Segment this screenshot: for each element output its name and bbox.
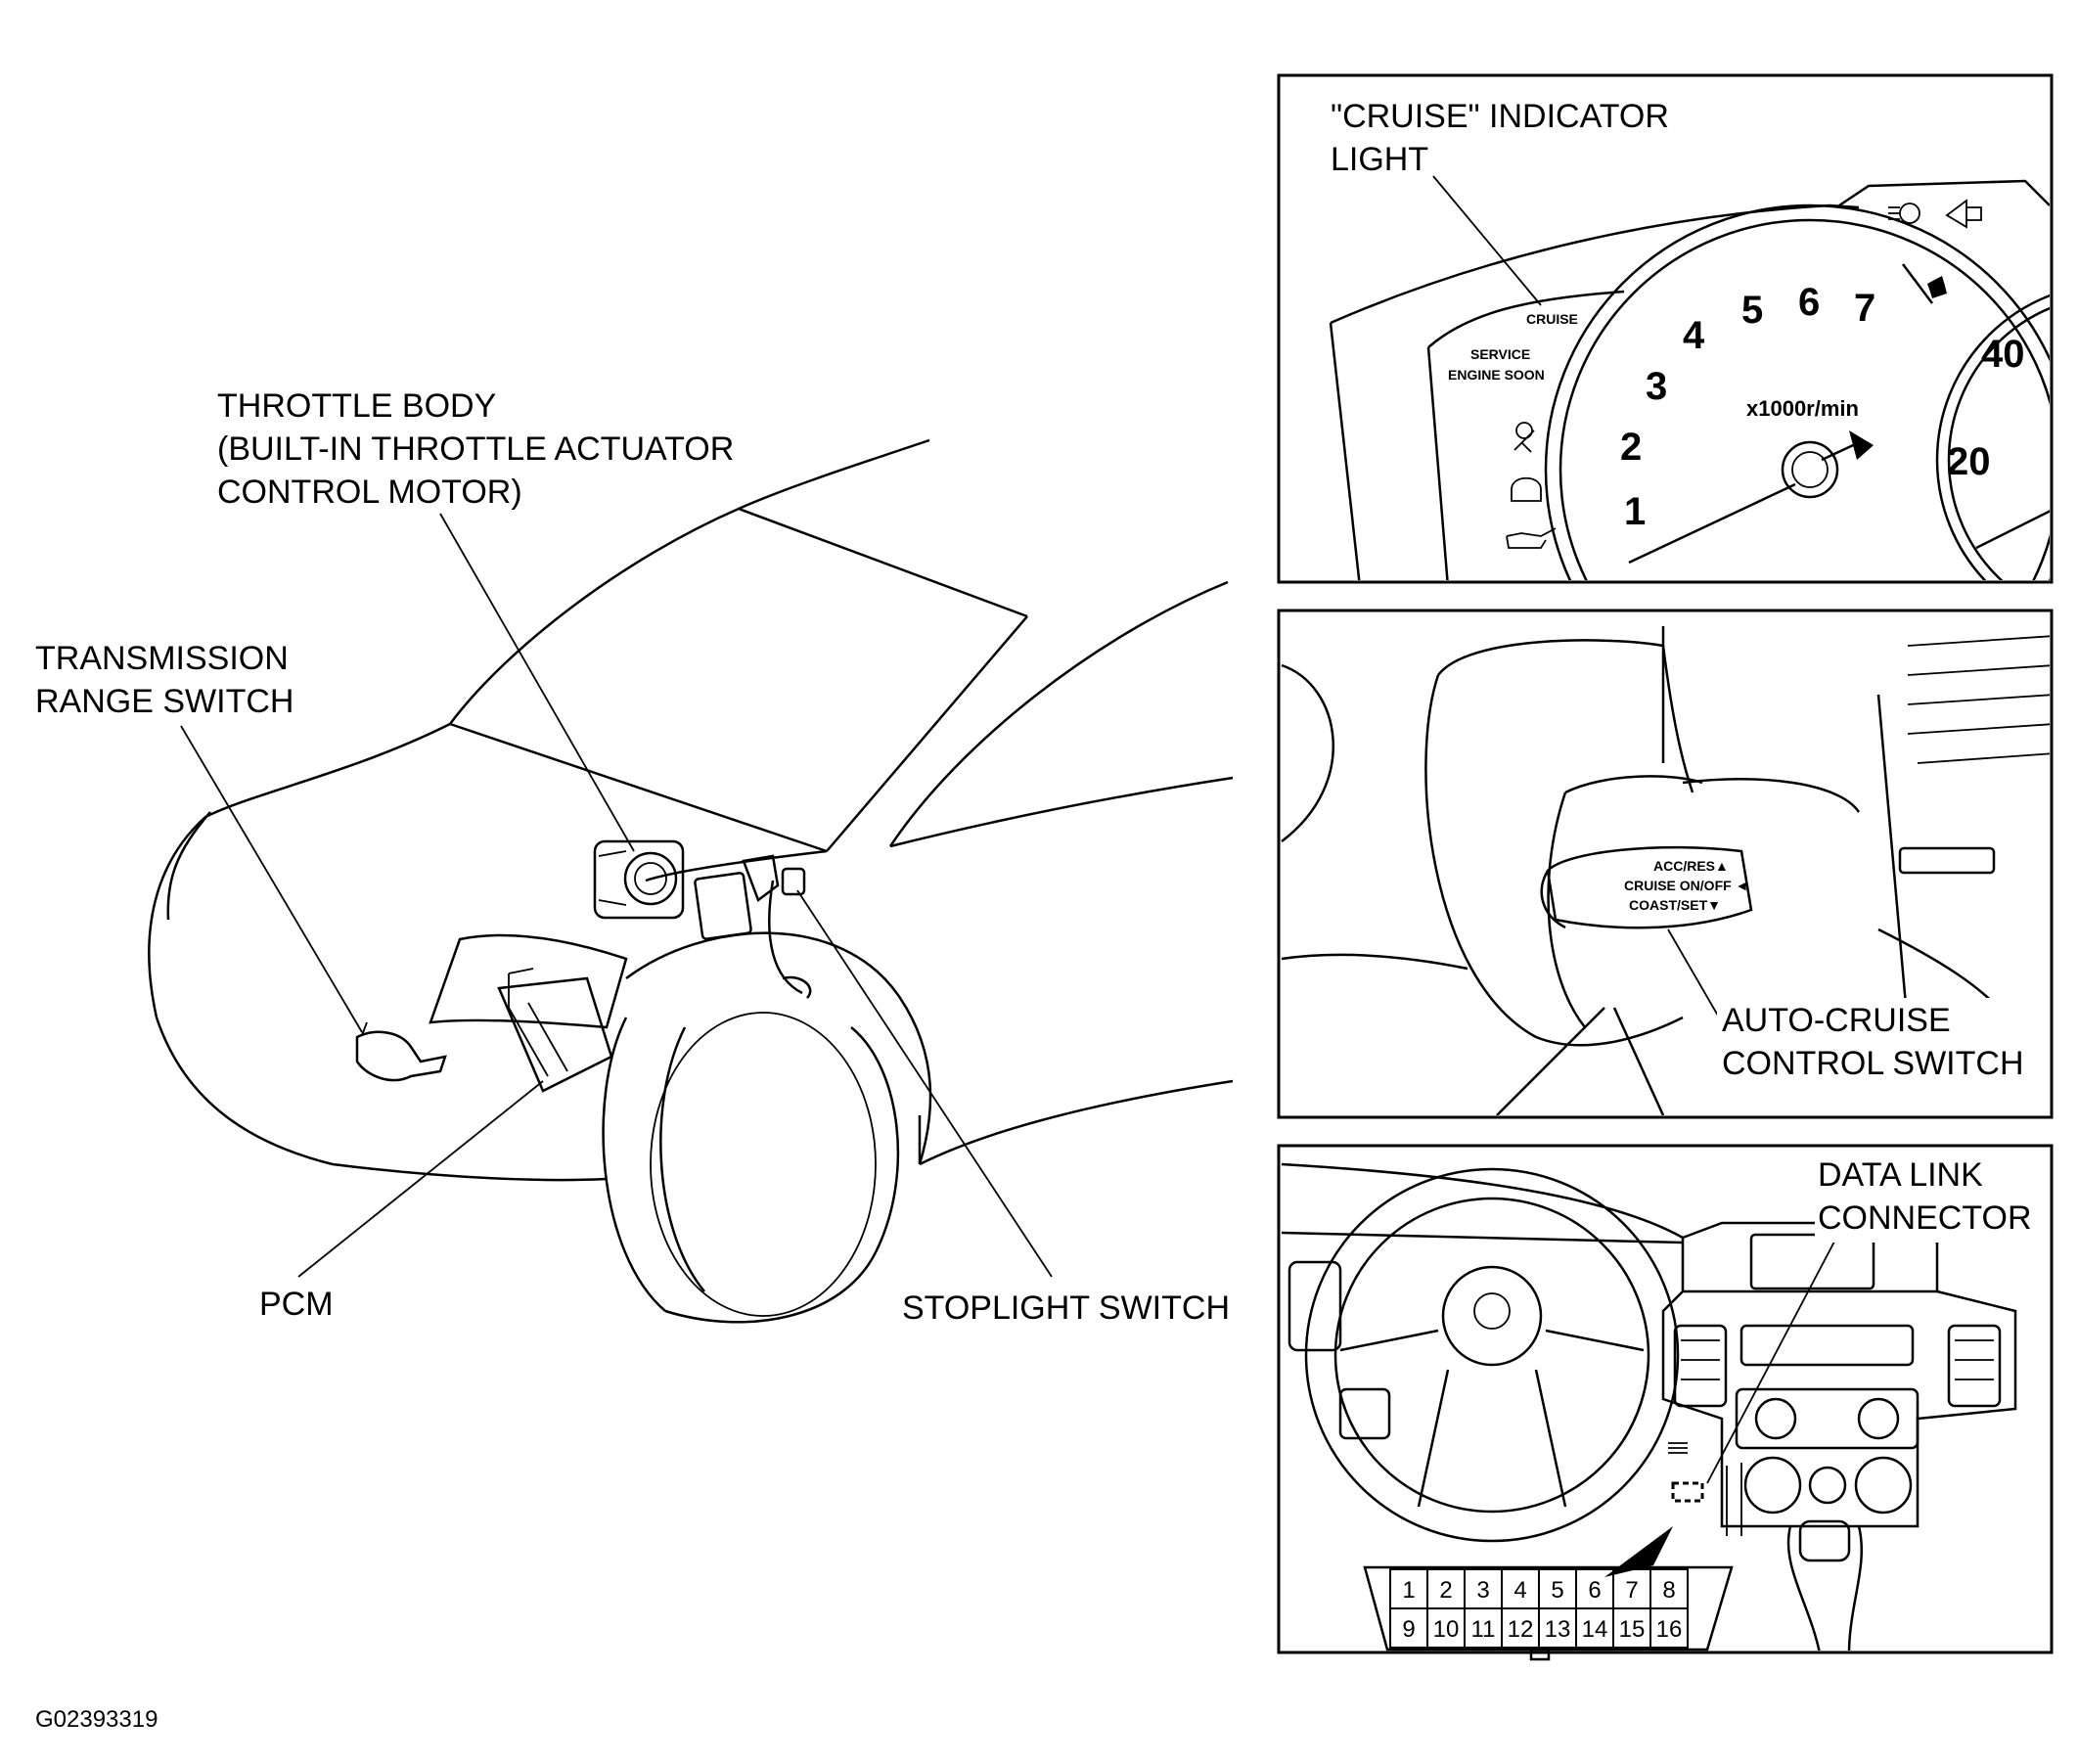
trs-label-2: RANGE SWITCH: [35, 683, 294, 720]
dlc-pin-number: 16: [1656, 1616, 1683, 1643]
cruise-indicator-label-2: LIGHT: [1331, 141, 1428, 178]
tach-number-7: 7: [1854, 287, 1875, 330]
dlc-pin-number: 7: [1625, 1577, 1638, 1604]
dlc-pin-number: 3: [1476, 1577, 1489, 1604]
auto-cruise-label-2: CONTROL SWITCH: [1722, 1045, 2024, 1082]
tach-unit: x1000r/min: [1746, 396, 1859, 421]
dlc-pin-number: 9: [1402, 1616, 1415, 1643]
dlc-label-1: DATA LINK: [1818, 1156, 1983, 1194]
dlc-pin-number: 2: [1439, 1577, 1452, 1604]
dlc-pin-number: 1: [1402, 1577, 1415, 1604]
pcm-leader: [297, 1080, 544, 1278]
cruise-warning-text: CRUISE: [1526, 311, 1578, 327]
vehicle-outline: [148, 438, 1234, 1324]
dlc-pin-number: 11: [1471, 1616, 1496, 1643]
engine-soon-warning-text: ENGINE SOON: [1448, 367, 1545, 383]
figure-id: G02393319: [35, 1706, 158, 1733]
tach-number-3: 3: [1646, 365, 1667, 408]
dlc-label-2: CONNECTOR: [1818, 1199, 2032, 1237]
dlc-pin-number: 10: [1433, 1616, 1460, 1643]
pedal-stoplight-switch-drawing: [694, 854, 812, 999]
throttle-body-label-2: (BUILT-IN THROTTLE ACTUATOR: [217, 430, 734, 468]
speedo-number-40: 40: [1981, 333, 2025, 376]
throttle-body-drawing: [593, 839, 685, 920]
stoplight-leader: [796, 889, 1053, 1278]
auto-cruise-label-1: AUTO-CRUISE: [1722, 1002, 1951, 1039]
switch-text-acc-res: ACC/RES▲: [1653, 858, 1729, 874]
throttle-body-label-1: THROTTLE BODY: [217, 387, 496, 425]
dlc-pin-cell: [1649, 1607, 1689, 1649]
switch-text-cruise: CRUISE ON/OFF ◄: [1624, 878, 1748, 893]
cluster-panel: 1 2 3 4 5 6 7 x1000r/min 40 20 CRUISE SE…: [1277, 73, 2054, 584]
tach-number-1: 1: [1624, 490, 1646, 533]
switch-text-coast-set: COAST/SET▼: [1629, 897, 1721, 913]
dlc-pin-number: 13: [1545, 1616, 1571, 1643]
dlc-pin-number: 12: [1508, 1616, 1534, 1643]
tach-number-6: 6: [1798, 281, 1820, 324]
tach-number-5: 5: [1741, 289, 1763, 332]
trs-leader: [180, 725, 363, 1033]
cruise-indicator-label-1: "CRUISE" INDICATOR: [1331, 98, 1669, 135]
trs-label-1: TRANSMISSION: [35, 640, 289, 677]
dlc-pin-number: 4: [1513, 1577, 1526, 1604]
dlc-pin-number: 8: [1662, 1577, 1675, 1604]
tach-number-4: 4: [1683, 314, 1705, 357]
stoplight-switch-label: STOPLIGHT SWITCH: [902, 1289, 1230, 1327]
transmission-range-switch-drawing: [355, 1021, 447, 1082]
speedo-number-20: 20: [1947, 440, 1991, 483]
dlc-pin-number: 6: [1588, 1577, 1601, 1604]
throttle-body-label-3: CONTROL MOTOR): [217, 474, 522, 511]
pcm-label: PCM: [259, 1286, 334, 1323]
throttle-body-leader: [439, 513, 635, 852]
pcm-drawing: [429, 933, 628, 1093]
cruise-switch-panel: ACC/RES▲ CRUISE ON/OFF ◄ COAST/SET▼ AUTO…: [1277, 609, 2054, 1119]
dlc-pin-number: 15: [1619, 1616, 1646, 1643]
tach-number-2: 2: [1620, 426, 1642, 469]
dlc-pin-number: 5: [1551, 1577, 1563, 1604]
dlc-pin-number: 14: [1582, 1616, 1608, 1643]
service-warning-text: SERVICE: [1470, 346, 1530, 362]
